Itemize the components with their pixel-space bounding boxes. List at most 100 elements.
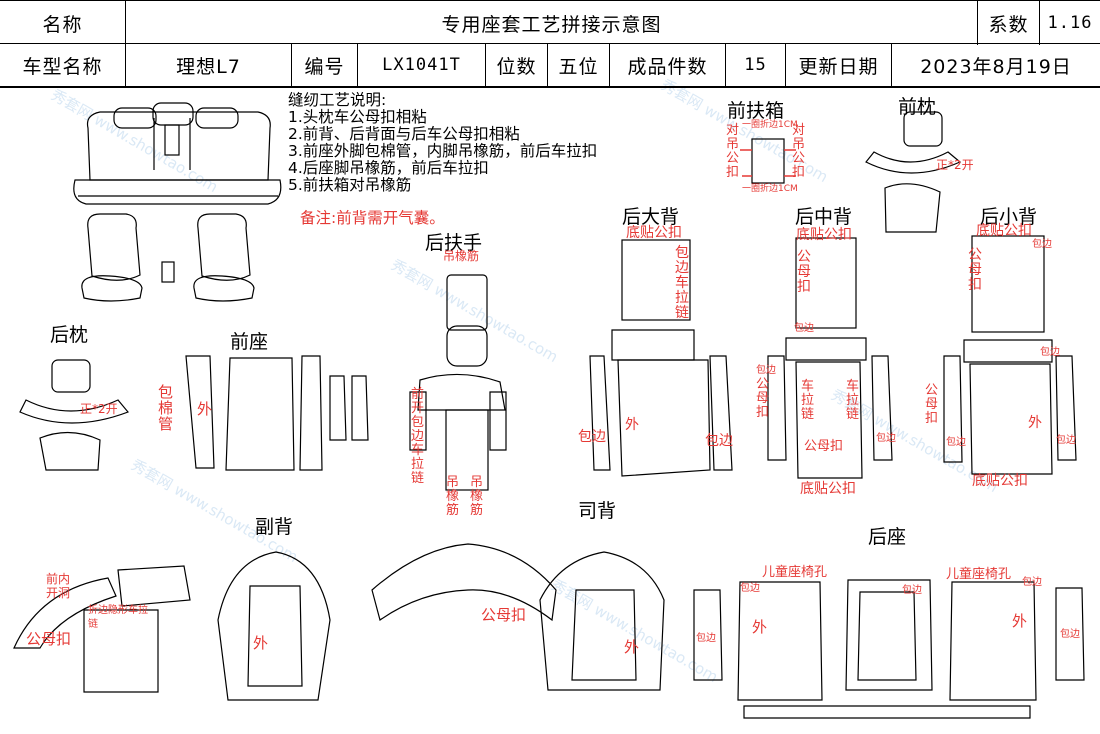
annot-bind-small-a: 包边 [1032,239,1052,250]
label-rear-back-big: 后大背 [622,206,680,228]
seats-value: 五位 [548,44,610,86]
annot-bottom-male-big: 底贴公扣 [626,225,682,241]
annot-cotton-tube: 包棉管 [158,383,174,433]
annot-bottom-male-mid-top: 底贴公扣 [796,227,852,243]
passenger-back-pattern [13,551,331,701]
note-item: 3.前座外脚包棉管，内脚吊橡筋，前后车拉扣 [288,142,598,160]
annot-zip-mid-left: 车拉链 [801,379,815,422]
annot-bind-rear-a: 包边 [740,583,760,594]
note-item: 2.前背、后背面与后车公母扣相粘 [288,125,520,143]
annot-bind-mid-b: 包边 [756,365,776,376]
label-passenger-back: 副背 [255,516,294,538]
annot-male-buckle-small: 公母扣 [968,247,982,293]
annot-male-buckle-driver: 公母扣 [481,606,527,624]
front-armbox-arrows [740,149,796,177]
annot-bind-rear-b: 包边 [902,585,922,596]
annot-bind-small-b: 包边 [1040,347,1060,358]
label-front-armbox: 前扶箱 [727,100,785,122]
rear-seat-pattern [693,579,1085,719]
annot-inner-hole: 前内开洞 [46,572,71,600]
annot-bottom-male-mid: 底贴公扣 [800,481,856,497]
annot-male-buckle-mid-bottom: 公母扣 [804,439,844,454]
note-item: 4.后座脚吊橡筋，前后车拉扣 [288,159,489,177]
annot-bind-small-left: 包边 [946,437,966,448]
spec-row-1: 名称 专用座套工艺拼接示意图 系数 1.16 [0,0,1100,45]
note-item: 1.头枕车公母扣相粘 [288,108,427,126]
remark: 备注:前背需开气囊。 [300,209,445,227]
date-label: 更新日期 [786,44,892,86]
annot-male-buckle-passenger: 公母扣 [26,630,72,648]
annot-outer-passenger: 外 [253,634,269,652]
annot-bind-rear-left: 包边 [696,633,716,644]
annot-hang-elastic-right: 吊橡筋 [470,475,484,518]
annot-bottom-male-small: 底贴公扣 [972,473,1028,489]
note-item: 5.前扶箱对吊橡筋 [288,176,412,194]
annot-hang-left: 对吊公扣 [726,123,740,180]
code-label: 编号 [292,44,358,86]
model-value: 理想L7 [126,44,292,86]
pieces-value: 15 [726,44,786,86]
label-rear-back-small: 后小背 [980,206,1038,228]
sewing-notes: 缝纫工艺说明: 1.头枕车公母扣相粘 2.前背、后背面与后车公母扣相粘 3.前座… [288,92,597,194]
annot-fold-top: 一圈折边1CM [742,120,798,130]
seats-label: 位数 [486,44,548,86]
annot-bind-mid-a: 包边 [794,323,814,334]
label-rear-back-mid: 后中背 [795,206,853,228]
front-headrest-pattern [865,111,962,233]
annot-hang-elastic-left: 吊橡筋 [446,475,460,518]
annot-rear-headrest-open: 正*2开 [80,402,118,416]
date-value: 2023年8月19日 [920,55,1072,78]
rear-armrest-pattern [409,274,507,491]
annot-bind-big-left: 包边 [578,429,606,445]
annot-outer-front: 外 [197,400,213,418]
annot-fold-hidden-zip: 折边隐形车拉链 [88,605,148,630]
annot-bind-big-right: 包边 [705,433,733,449]
model-label: 车型名称 [0,44,126,86]
annot-zip-mid-right: 车拉链 [846,379,860,422]
annot-bind-mid-right: 包边 [876,433,896,444]
annot-male-buckle-mid: 公母扣 [797,249,811,295]
coef-label: 系数 [978,1,1040,45]
page-title: 专用座套工艺拼接示意图 [126,1,978,45]
annot-outer-rear-left: 外 [752,618,768,636]
annot-outer-rear-right: 外 [1012,612,1028,630]
label-driver-back: 司背 [578,500,617,522]
annot-child-seat-left: 儿童座椅孔 [762,565,828,580]
rear-back-big-pattern [589,239,733,477]
spec-table: 名称 专用座套工艺拼接示意图 系数 1.16 车型名称 理想L7 编号 LX10… [0,0,1100,88]
front-seat-pattern [185,355,369,471]
rear-back-small-pattern [943,235,1077,475]
seat-overview [73,102,282,302]
rear-back-mid-pattern [767,237,893,479]
annot-front-headrest-open: 正*2开 [936,158,974,172]
label-rear-headrest: 后枕 [50,324,89,346]
front-armbox-pattern [751,138,785,184]
annot-outer-big: 外 [625,417,639,433]
code-value: LX1041T [358,44,486,86]
annot-edge-zip-big: 包边车拉链 [675,245,689,321]
annot-bind-small-right: 包边 [1056,435,1076,446]
label-rear-seat: 后座 [868,526,907,548]
name-label: 名称 [0,1,126,45]
label-front-seat: 前座 [230,331,269,353]
annot-elastic-top: 吊橡筋 [443,249,480,263]
annot-front-open-zip: 前开包边车拉链 [411,387,425,486]
label-rear-armrest: 后扶手 [425,232,483,254]
annot-outer-small: 外 [1028,415,1042,431]
annot-fold-bottom: 一圈折边1CM [742,184,798,194]
annot-bottom-male-small-top: 底贴公扣 [976,223,1032,239]
driver-back-pattern [371,543,665,691]
annot-male-buckle-mid-left: 公母扣 [756,377,770,420]
spec-row-2: 车型名称 理想L7 编号 LX1041T 位数 五位 成品件数 15 更新日期 … [0,44,1100,88]
label-front-headrest: 前枕 [898,96,937,118]
coef-value: 1.16 [1047,13,1093,33]
annot-hang-right: 对吊公扣 [792,123,806,180]
rear-headrest-pattern [19,359,129,471]
annot-outer-driver: 外 [624,638,640,656]
annot-male-buckle-small-left: 公母扣 [925,383,939,426]
pieces-label: 成品件数 [610,44,726,86]
annot-bind-rear-c: 包边 [1022,577,1042,588]
annot-child-seat-right: 儿童座椅孔 [946,567,1012,582]
annot-bind-rear-right: 包边 [1060,629,1080,640]
